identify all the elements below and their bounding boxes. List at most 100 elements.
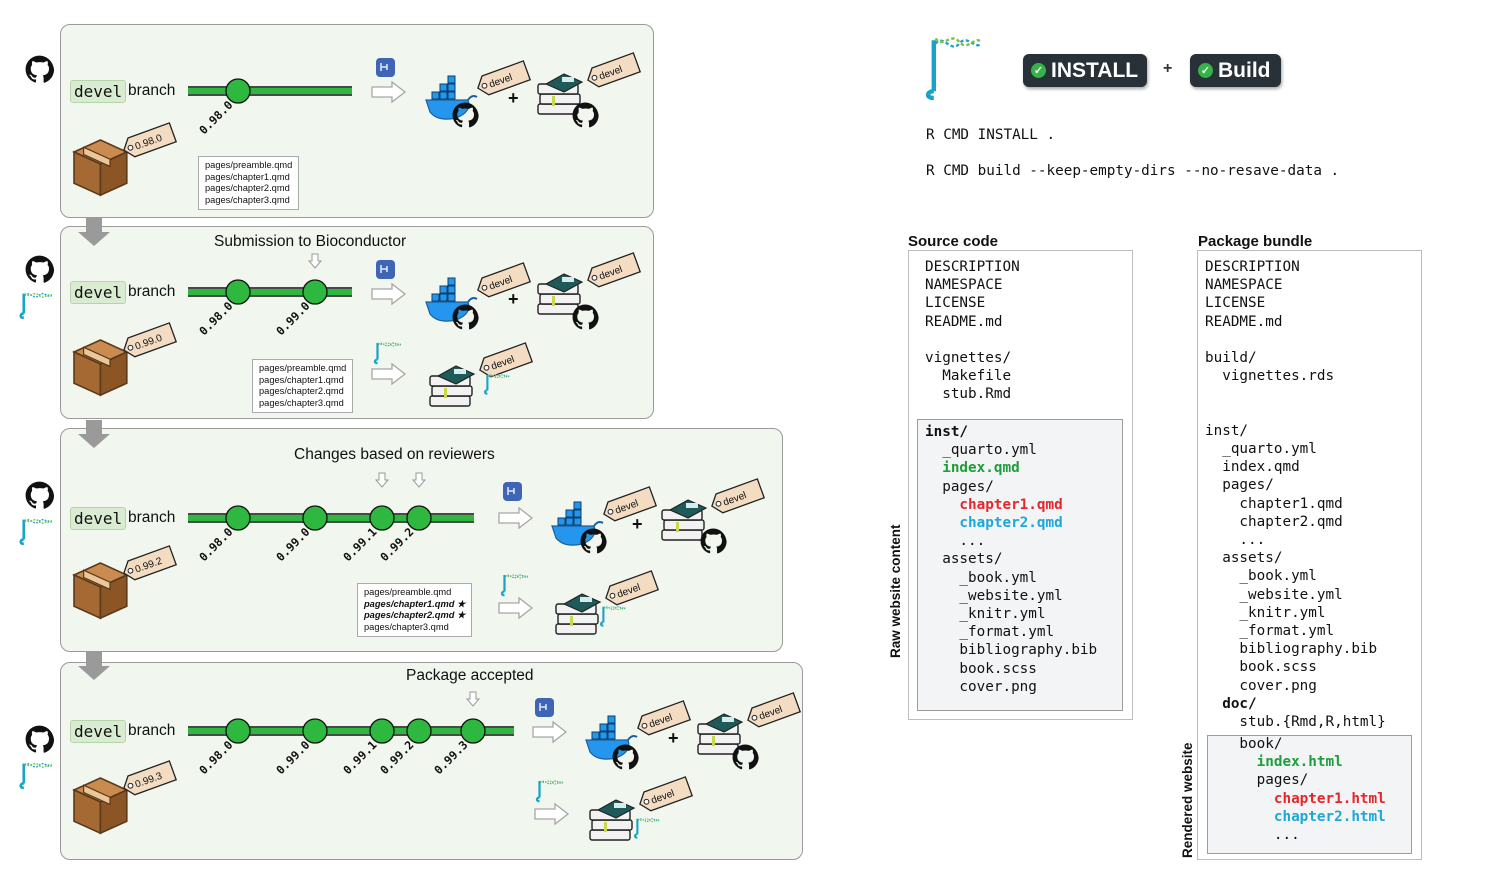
- github-icon: [452, 304, 479, 330]
- docker-icon: [551, 501, 604, 547]
- version-tag-label: 0.99.2: [377, 525, 416, 564]
- tag-shape: [123, 322, 178, 358]
- source-inst-line: _quarto.yml: [925, 442, 1037, 459]
- branch-label: branch: [128, 82, 176, 99]
- commit-node: [225, 718, 251, 744]
- commit-node: [302, 718, 328, 744]
- file-item: pages/chapter3.qmd: [205, 194, 290, 205]
- github-icon: [25, 725, 55, 753]
- file-item: pages/chapter3.qmd: [364, 621, 449, 632]
- plus-sign: +: [668, 728, 679, 748]
- version-tag-label: 0.99.1: [340, 738, 379, 777]
- commit-node: [369, 718, 395, 744]
- version-tag-label: 0.99.3: [431, 738, 470, 777]
- devel-tag-book: devel: [639, 776, 694, 812]
- bundle-line: [1205, 385, 1386, 403]
- version-tag-label: 0.99.0: [273, 299, 312, 338]
- rendered-website-label: Rendered website: [1180, 742, 1195, 858]
- source-line: NAMESPACE: [925, 277, 1003, 294]
- plus-sign: +: [508, 88, 519, 108]
- source-inst-line: chapter1.qmd: [925, 496, 1063, 513]
- bundle-line: inst/: [1205, 422, 1249, 439]
- tag-shape: [123, 545, 178, 581]
- build-badge: ✓ Build: [1190, 54, 1281, 87]
- bundle-line: build/: [1205, 350, 1257, 367]
- bioconductor-icon: [599, 605, 627, 627]
- tag-shape: [123, 122, 178, 158]
- install-command: R CMD INSTALL .: [926, 127, 1056, 143]
- source-inst-line: cover.png: [925, 678, 1037, 695]
- devel-tag-docker: devel: [477, 262, 532, 298]
- source-inst-listing: inst/ _quarto.yml index.qmd pages/ chapt…: [925, 423, 1097, 696]
- commit-node: [302, 279, 328, 305]
- github-actions-icon: [502, 481, 523, 502]
- raw-website-content-label: Raw website content: [888, 524, 903, 658]
- version-tag-label: 0.99.0: [273, 525, 312, 564]
- branch-label: branch: [128, 509, 176, 526]
- package-box-icon: [73, 562, 128, 619]
- bioconductor-logo: [925, 37, 983, 101]
- rendered-line: chapter1.html: [1205, 790, 1386, 807]
- commit-node: [406, 505, 432, 531]
- source-inst-line: inst/: [925, 424, 969, 440]
- rendered-line: chapter2.html: [1205, 808, 1386, 825]
- book-stack-icon: [429, 365, 475, 407]
- tag-shape: [477, 60, 532, 96]
- tag-shape: [711, 478, 766, 514]
- source-line: LICENSE: [925, 295, 986, 312]
- commit-node: [225, 505, 251, 531]
- bundle-rendered-listing: book/ index.html pages/ chapter1.html ch…: [1205, 735, 1386, 844]
- commit-node: [460, 718, 486, 744]
- deploy-arrow: [534, 803, 569, 825]
- bundle-line: _book.yml: [1205, 568, 1317, 585]
- source-line: stub.Rmd: [925, 386, 1012, 403]
- source-line: Makefile: [925, 368, 1012, 385]
- devel-tag-book: devel: [605, 570, 660, 606]
- source-inst-line: assets/: [925, 551, 1003, 568]
- install-badge: ✓ INSTALL: [1023, 54, 1147, 87]
- rendered-website-box: [1207, 735, 1412, 854]
- bundle-line: [1205, 404, 1386, 422]
- source-inst-line: chapter2.qmd: [925, 515, 1063, 532]
- file-item-changed: pages/chapter2.qmd ★: [364, 610, 466, 621]
- file-item: pages/chapter2.qmd: [205, 183, 290, 194]
- badge-plus: +: [1163, 60, 1173, 77]
- file-item: pages/chapter1.qmd: [259, 374, 344, 385]
- package-bundle-header: Package bundle: [1198, 233, 1313, 250]
- tag-shape: [637, 700, 692, 736]
- tag-shape: [587, 252, 642, 288]
- panel-title-submission: Submission to Bioconductor: [214, 233, 407, 250]
- version-tag-label: 0.98.0: [196, 98, 235, 137]
- tag-hole: [607, 508, 614, 515]
- bundle-line: index.qmd: [1205, 459, 1300, 476]
- tag-hole: [715, 500, 722, 507]
- build-arrow: [371, 81, 406, 103]
- bioconductor-icon: [373, 341, 402, 365]
- package-version-tag: 0.98.0: [123, 122, 178, 158]
- devel-tag-docker: devel: [477, 60, 532, 96]
- commit-node: [225, 279, 251, 305]
- version-tag-label: 0.99.0: [273, 738, 312, 777]
- docker-icon: [425, 277, 478, 323]
- workflow-panel-2: [60, 226, 654, 419]
- package-version-tag: 0.99.2: [123, 545, 178, 581]
- devel-tag-docker: devel: [637, 700, 692, 736]
- bundle-line: _quarto.yml: [1205, 441, 1317, 458]
- branch-label: branch: [128, 722, 176, 739]
- bundle-line: chapter2.qmd: [1205, 513, 1343, 530]
- file-list: pages/preamble.qmd pages/chapter1.qmd ★ …: [357, 583, 473, 638]
- bundle-line: assets/: [1205, 550, 1283, 567]
- next-step-arrow: [78, 420, 110, 448]
- book-stack-icon: [661, 499, 707, 541]
- file-item: pages/preamble.qmd: [205, 160, 293, 170]
- package-box-icon: [73, 339, 128, 396]
- source-inst-box: [917, 419, 1123, 711]
- devel-tag-book: devel: [479, 342, 534, 378]
- book-stack-icon: [537, 273, 583, 315]
- branch-name: devel: [70, 281, 127, 304]
- build-arrow: [498, 507, 533, 529]
- source-inst-line: _knitr.yml: [925, 606, 1046, 623]
- tag-shape: [479, 342, 534, 378]
- tag-shape: [747, 692, 802, 728]
- tag-hole: [591, 74, 598, 81]
